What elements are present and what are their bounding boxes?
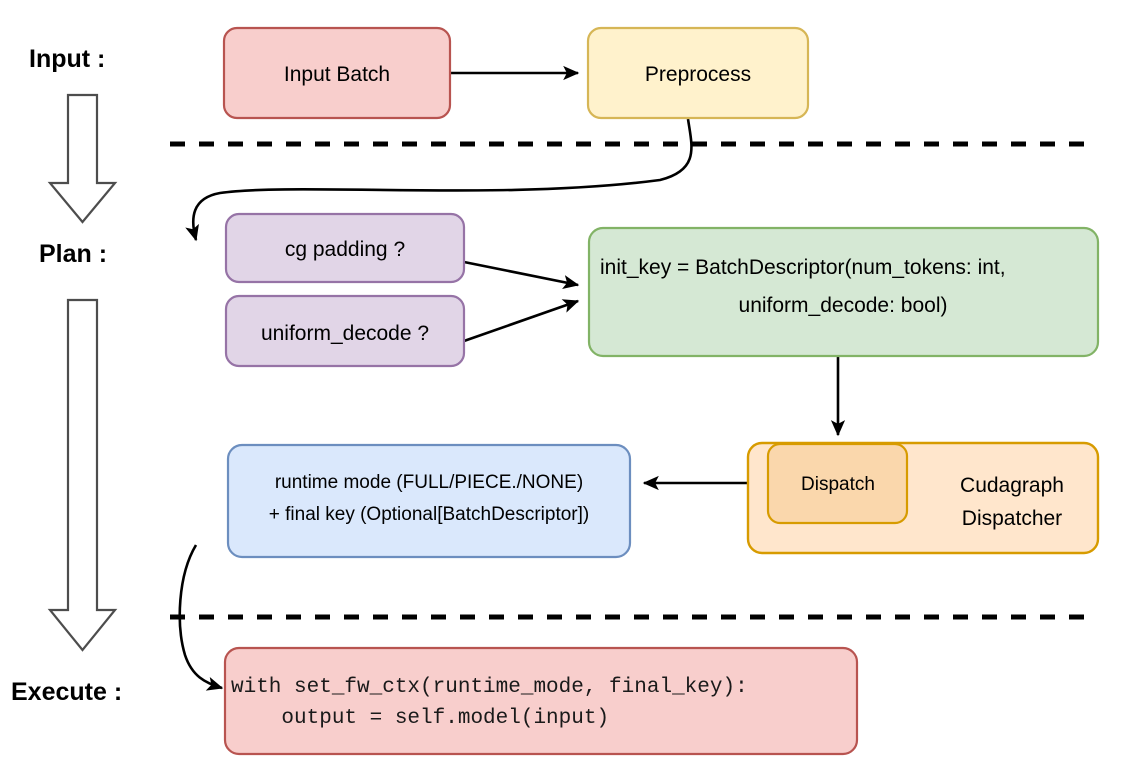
execute-code-line1: with set_fw_ctx(runtime_mode, final_key)… (231, 676, 748, 699)
input-to-plan-arrow (47, 93, 118, 224)
node-dispatch[interactable]: Dispatch (766, 442, 909, 525)
node-uniform-decode[interactable]: uniform_decode ? (224, 294, 466, 368)
uniform-decode-label: uniform_decode ? (261, 322, 429, 345)
input-batch-label: Input Batch (284, 63, 390, 86)
cg-padding-box[interactable] (224, 212, 466, 284)
cudagraph-dispatcher-label-line2: Dispatcher (962, 507, 1062, 530)
preprocess-box[interactable] (586, 26, 810, 120)
node-execute-code[interactable]: with set_fw_ctx(runtime_mode, final_key)… (223, 646, 859, 756)
edge-preprocess-to-cg-padding (185, 118, 693, 242)
node-runtime-mode[interactable]: runtime mode (FULL/PIECE./NONE) + final … (226, 443, 632, 559)
edge-cg-padding-to-init-key (463, 260, 580, 290)
edge-uniform-decode-to-init-key (463, 299, 580, 343)
init-key-box[interactable] (587, 226, 1100, 358)
cudagraph-dispatcher-label-line1: Cudagraph (960, 474, 1064, 497)
runtime-mode-label-line2: + final key (Optional[BatchDescriptor]) (269, 504, 590, 525)
node-preprocess[interactable]: Preprocess (586, 26, 810, 120)
dispatch-box[interactable] (766, 442, 909, 525)
preprocess-label: Preprocess (645, 63, 751, 86)
init-key-label-line2: uniform_decode: bool) (739, 294, 948, 317)
uniform-decode-box[interactable] (224, 294, 466, 368)
dispatch-label: Dispatch (801, 474, 875, 495)
input-batch-box[interactable] (222, 26, 452, 120)
node-cg-padding[interactable]: cg padding ? (224, 212, 466, 284)
cg-padding-label: cg padding ? (285, 238, 405, 261)
runtime-mode-label-line1: runtime mode (FULL/PIECE./NONE) (275, 472, 583, 493)
stage-label-input: Input : (29, 45, 105, 73)
runtime-mode-box[interactable] (226, 443, 632, 559)
execute-code-line2: output = self.model(input) (231, 707, 609, 730)
plan-to-execute-arrow (47, 298, 118, 652)
stage-label-plan: Plan : (39, 240, 107, 268)
edge-runtime-mode-to-code (178, 544, 224, 691)
node-input-batch[interactable]: Input Batch (222, 26, 452, 120)
node-init-key[interactable]: init_key = BatchDescriptor(num_tokens: i… (587, 226, 1100, 358)
stage-label-execute: Execute : (11, 678, 122, 706)
execute-code-box[interactable] (223, 646, 859, 756)
init-key-label-line1: init_key = BatchDescriptor(num_tokens: i… (600, 256, 1006, 279)
